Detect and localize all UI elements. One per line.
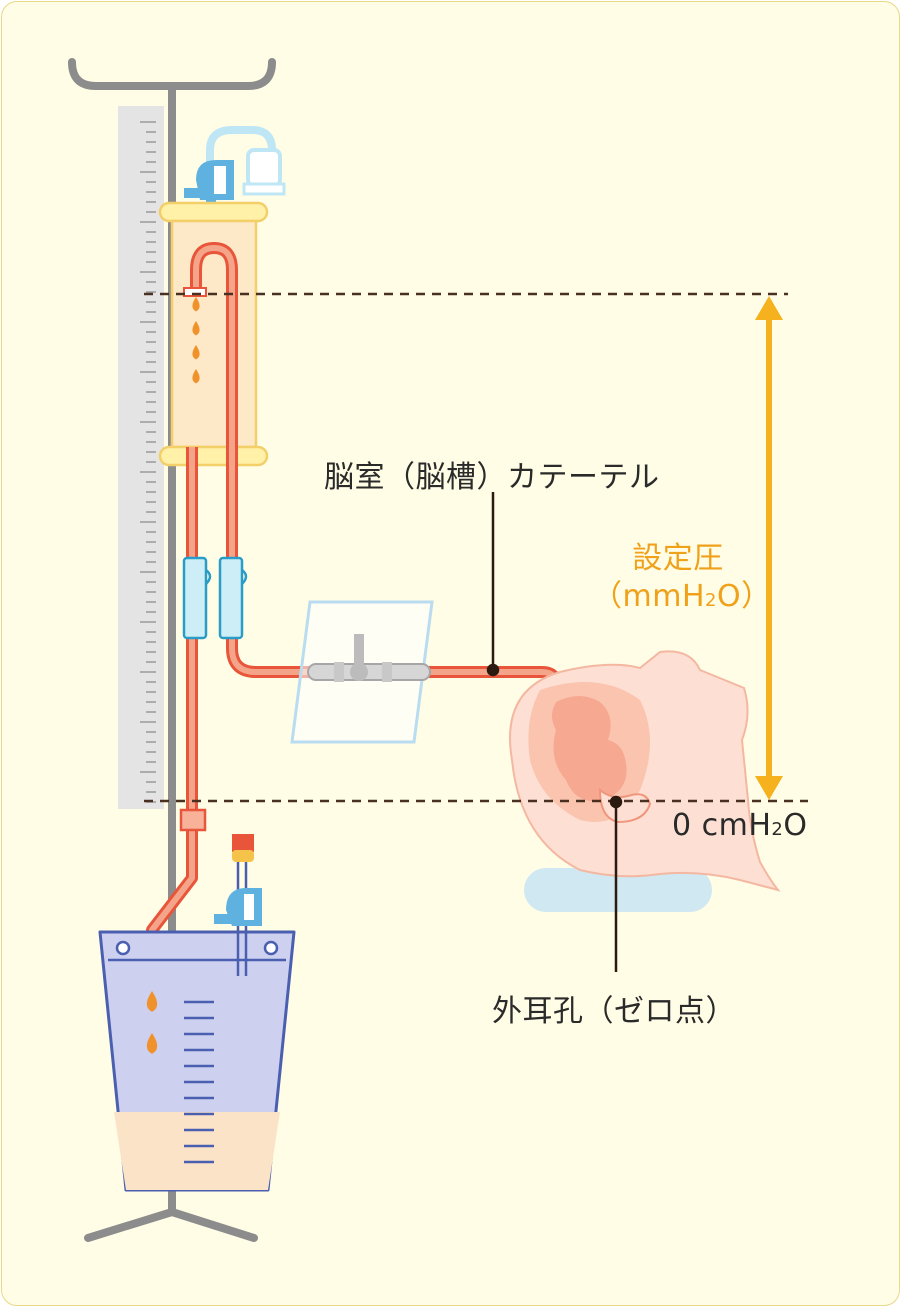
zero-pressure-label: 0 cmH2O	[672, 808, 807, 843]
zero-pressure-subscript: 2	[771, 819, 784, 840]
drip-drop	[192, 345, 200, 360]
set-pressure-label-line2: （mmH2O）	[592, 578, 771, 620]
zero-pressure-prefix: 0 cmH	[672, 808, 772, 843]
reference-lines	[144, 292, 808, 803]
filter-icon	[206, 126, 286, 196]
catheter-label: 脳室（脳槽）カテーテル	[324, 460, 660, 495]
set-pressure-arrow	[755, 296, 783, 800]
ear-canal-label: 外耳孔（ゼロ点）	[492, 994, 736, 1029]
set-pressure-unit-prefix: （mmH	[592, 579, 706, 614]
clamp-right	[218, 556, 248, 640]
leader-lines	[486, 492, 623, 972]
clamp-left	[182, 556, 212, 640]
three-way-connector	[307, 634, 431, 682]
drip-drop	[192, 321, 200, 336]
zero-pressure-suffix: O	[783, 808, 808, 843]
drip-drops-bag	[146, 991, 158, 1054]
pressure-scale-ruler	[118, 106, 164, 809]
drip-drop	[146, 1033, 158, 1054]
drainage-bag	[98, 834, 296, 1192]
set-pressure-label-line1: 設定圧	[632, 541, 724, 576]
drip-drop	[192, 369, 200, 384]
set-pressure-unit-suffix: O）	[716, 579, 772, 614]
bag-scale	[184, 1000, 214, 1164]
drip-drop	[146, 991, 158, 1012]
drip-drop	[192, 297, 200, 312]
set-pressure-unit-subscript: 2	[705, 590, 717, 611]
pillow	[524, 868, 712, 912]
patient-head	[509, 650, 781, 912]
set-pressure-label: 設定圧 （mmH2O）	[592, 540, 771, 620]
drip-drops-chamber	[192, 297, 200, 384]
stopcock-icon-bag	[214, 888, 262, 926]
